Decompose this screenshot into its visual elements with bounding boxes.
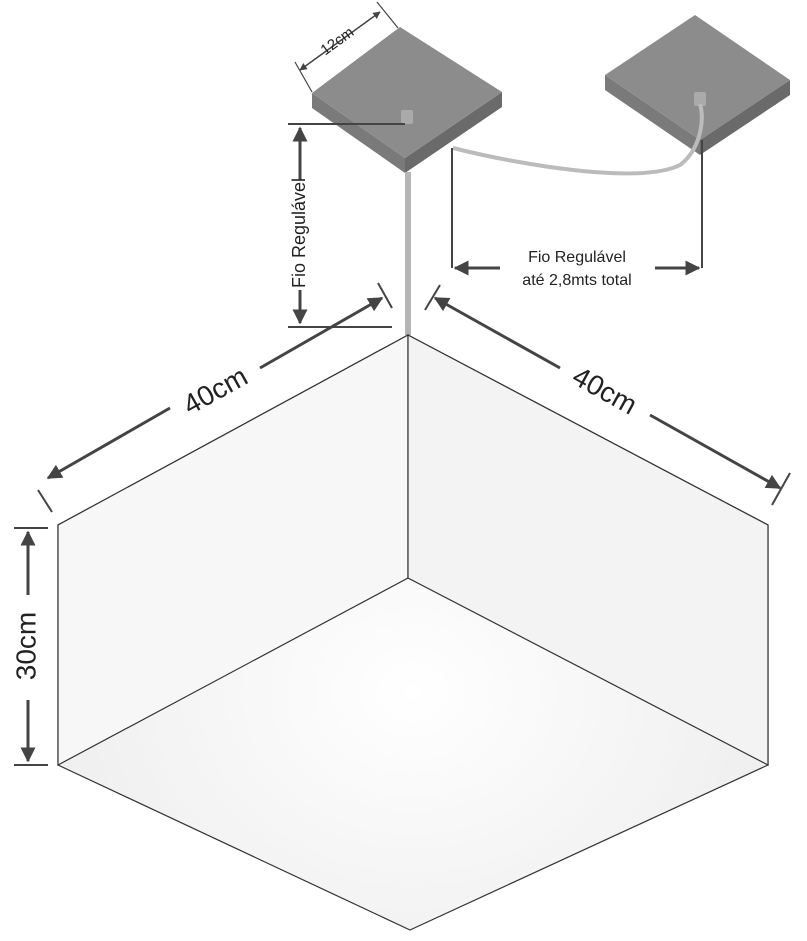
- label-cord-vertical: Fio Regulável: [289, 178, 309, 288]
- label-height: 30cm: [10, 612, 41, 680]
- label-canopy-width: 12cm: [318, 24, 358, 59]
- label-width-right: 40cm: [567, 360, 642, 420]
- label-width-left: 40cm: [178, 360, 253, 420]
- suspension-rod: [405, 172, 411, 335]
- power-cable: [452, 103, 704, 176]
- label-cord-horizontal-1: Fio Regulável: [528, 249, 626, 266]
- lamp-shade: [57, 333, 769, 931]
- label-cord-horizontal-2: até 2,8mts total: [522, 272, 631, 289]
- ceiling-canopy-right: [605, 15, 790, 155]
